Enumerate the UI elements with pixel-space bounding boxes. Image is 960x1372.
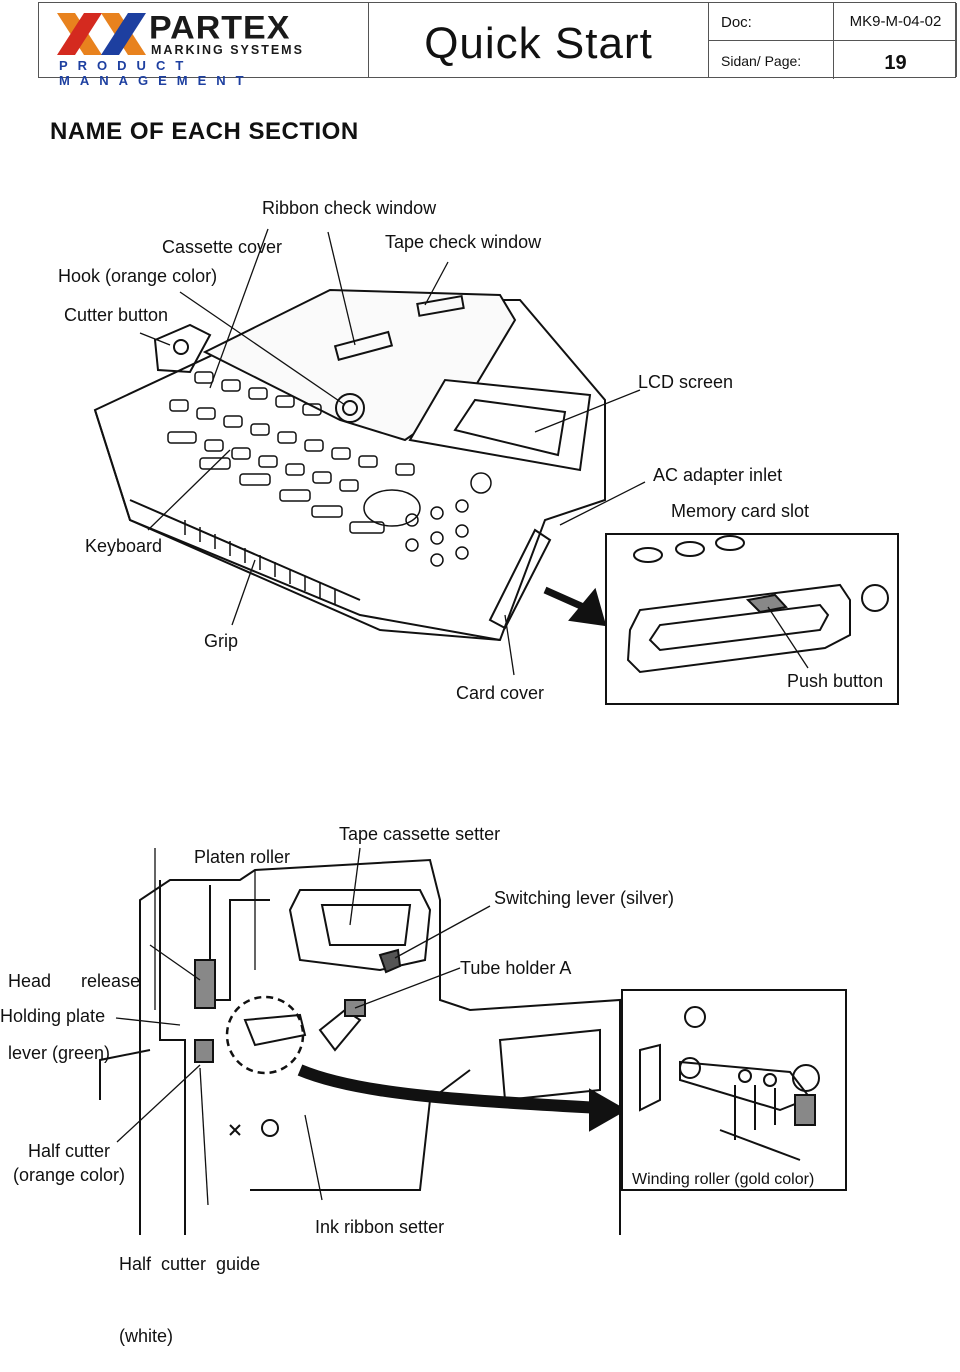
winding-roller-inset <box>621 989 847 1191</box>
label-switching-lever: Switching lever (silver) <box>494 888 675 908</box>
label-half-cutter-line1: Half cutter <box>27 1141 111 1161</box>
doc-value: MK9-M-04-02 <box>833 3 957 40</box>
doc-row: Doc: MK9-M-04-02 <box>709 3 956 41</box>
label-cassette-cover: Cassette cover <box>162 237 283 257</box>
label-half-cutter: Half cutter (orange color) <box>6 1139 132 1187</box>
memory-card-inset <box>605 533 899 705</box>
document-title: Quick Start <box>369 3 709 77</box>
label-card-cover: Card cover <box>456 683 545 703</box>
label-tape-check-window: Tape check window <box>385 232 542 252</box>
logo-brand: PARTEX <box>149 9 291 47</box>
label-holding-plate: Holding plate <box>0 1006 106 1026</box>
label-head-release-lever-line2: lever (green) <box>8 1043 111 1063</box>
page-row: Sidan/ Page: 19 <box>709 41 956 79</box>
label-hook: Hook (orange color) <box>58 266 218 286</box>
label-ink-ribbon-setter: Ink ribbon setter <box>315 1217 445 1237</box>
label-keyboard: Keyboard <box>85 536 163 556</box>
document-header: PARTEX MARKING SYSTEMS PRODUCT MANAGEMEN… <box>38 2 957 88</box>
label-tape-cassette-setter: Tape cassette setter <box>339 824 501 844</box>
label-winding-roller: Winding roller (gold color) <box>632 1171 815 1188</box>
keyboard-keys <box>167 371 492 567</box>
label-platen-roller: Platen roller <box>194 847 291 867</box>
partex-x-mark-icon <box>57 13 146 55</box>
label-ribbon-check-window: Ribbon check window <box>262 198 437 218</box>
label-lcd-screen: LCD screen <box>638 372 734 392</box>
company-logo: PARTEX MARKING SYSTEMS PRODUCT MANAGEMEN… <box>39 3 369 88</box>
label-cutter-button: Cutter button <box>64 305 169 325</box>
label-half-cutter-guide-line1: Half cutter guide <box>119 1254 261 1274</box>
logo-division: PRODUCT MANAGEMENT <box>59 58 254 88</box>
label-memory-card-slot: Memory card slot <box>671 501 810 521</box>
section-title: NAME OF EACH SECTION <box>50 118 359 145</box>
label-head-release-lever-line1: Head release <box>8 971 141 991</box>
illustrations <box>93 228 899 1235</box>
document-meta: Doc: MK9-M-04-02 Sidan/ Page: 19 <box>709 3 957 79</box>
label-grip: Grip <box>204 631 239 651</box>
label-half-cutter-guide-line2: (white) <box>119 1326 174 1346</box>
label-head-release-lever: Head release lever (green) <box>8 921 140 1089</box>
page-number: 19 <box>833 41 957 79</box>
label-push-button: Push button <box>787 671 884 691</box>
label-tube-holder-a: Tube holder A <box>460 958 572 978</box>
logo-subtitle: MARKING SYSTEMS <box>151 43 304 57</box>
label-ac-adapter-inlet: AC adapter inlet <box>653 465 783 485</box>
page-label: Sidan/ Page: <box>721 53 802 69</box>
printer-illustration <box>93 288 606 642</box>
label-half-cutter-line2: (orange color) <box>12 1165 126 1185</box>
doc-label: Doc: <box>721 14 752 31</box>
label-half-cutter-guide: Half cutter guide (white) <box>119 1204 260 1372</box>
